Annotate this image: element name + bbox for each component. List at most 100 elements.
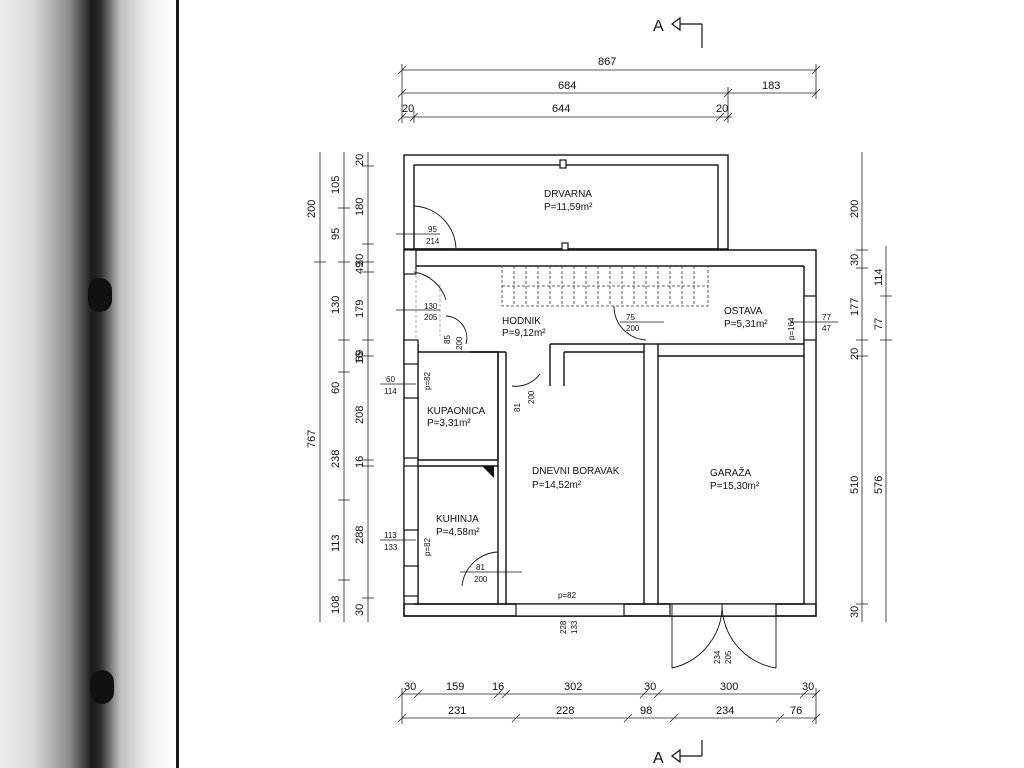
room-hodnik-name: HODNIK: [502, 316, 541, 327]
page-edge: [176, 0, 179, 768]
room-ostava-name: OSTAVA: [724, 306, 763, 317]
opening-ostava-h: 47: [822, 324, 831, 333]
dim-top-right: 183: [762, 80, 780, 92]
dim-bottom-302: 302: [564, 681, 582, 693]
dim-left-288: 288: [354, 526, 366, 544]
room-garaza-area: P=15,30m²: [710, 481, 760, 492]
room-ostava-area: P=5,31m²: [724, 319, 768, 330]
dim-bottom-228: 228: [556, 705, 574, 717]
opening-kuh-win-w: 113: [384, 531, 397, 540]
opening-hodnik-small-b: 200: [455, 336, 464, 350]
dim-left-16a: 16: [354, 352, 366, 364]
opening-kup-win-h: 114: [384, 387, 397, 396]
dim-bottom-16: 16: [492, 681, 504, 693]
section-letter-top: A: [653, 18, 664, 35]
section-marker-top: A: [653, 16, 703, 48]
opening-hodnik-h: 205: [424, 313, 438, 322]
dim-top-wall-right: 20: [716, 103, 728, 115]
dim-left-95: 95: [330, 228, 342, 240]
dim-bottom-30b: 30: [644, 681, 656, 693]
dim-left-16b: 16: [354, 456, 366, 468]
dim-bottom-234: 234: [716, 705, 734, 717]
left-dimensions: [314, 152, 374, 622]
dim-top-inner: 644: [552, 103, 570, 115]
dim-bottom-98: 98: [640, 705, 652, 717]
dim-bottom-300: 300: [720, 681, 738, 693]
dim-left-767: 767: [306, 430, 318, 448]
dim-right-30: 30: [849, 254, 861, 266]
top-dimensions: [397, 64, 821, 123]
dim-bottom-76: 76: [790, 705, 802, 717]
dim-right-30b: 30: [849, 606, 861, 618]
binder-hole-top: [88, 278, 112, 312]
opening-kup-win-w: 60: [386, 375, 395, 384]
opening-kup-door-h: 200: [527, 390, 536, 404]
room-garaza-name: GARAŽA: [710, 466, 751, 479]
dim-left-130: 130: [330, 296, 342, 314]
opening-dnevni-win-p: p=82: [558, 591, 577, 600]
room-kupaonica-name: KUPAONICA: [427, 406, 485, 417]
opening-kuh-win-h: 133: [384, 543, 398, 552]
dim-bottom-30c: 30: [802, 681, 814, 693]
door-swings: [413, 205, 777, 669]
opening-dnevni-win-w: 228: [559, 620, 568, 634]
opening-kuh-door-h: 200: [474, 575, 488, 584]
arrow-icon: [671, 16, 681, 32]
opening-kup-win-p: p=82: [423, 371, 432, 390]
dim-left-200: 200: [306, 200, 318, 218]
opening-drvarna-h: 214: [426, 237, 440, 246]
opening-kuh-win-p: p=82: [423, 537, 432, 556]
dim-left-20: 20: [354, 154, 366, 166]
dim-left-69: 69: [354, 350, 366, 362]
dim-right-77: 77: [873, 318, 885, 330]
dim-bottom-231: 231: [448, 705, 466, 717]
walls: [403, 154, 817, 617]
room-dnevni-area: P=14,52m²: [532, 480, 582, 491]
wall-details: [403, 159, 817, 617]
opening-ostava-p: p=164: [787, 317, 796, 340]
arrow-icon: [671, 748, 681, 764]
right-dimensions: [856, 152, 892, 622]
opening-hodnik-small-a: 85: [443, 335, 452, 344]
dim-left-108: 108: [330, 596, 342, 614]
dim-overall-width: 867: [598, 56, 616, 68]
chimney-icon: [482, 466, 494, 478]
dim-left-180: 180: [354, 198, 366, 216]
dim-right-510: 510: [849, 476, 861, 494]
dim-left-238: 238: [330, 450, 342, 468]
opening-hodnik-w: 130: [424, 302, 438, 311]
room-dnevni-name: DNEVNI BORAVAK: [532, 466, 620, 477]
room-hodnik-area: P=9,12m²: [502, 328, 546, 339]
dim-left-105: 105: [330, 176, 342, 194]
dim-right-20: 20: [849, 348, 861, 360]
section-letter-bottom: A: [653, 750, 664, 767]
dim-top-wall-left: 20: [402, 103, 414, 115]
dim-bottom-159: 159: [446, 681, 464, 693]
dim-right-200: 200: [849, 200, 861, 218]
opening-garaza-w: 234: [713, 650, 722, 664]
binder-hole-bottom: [90, 670, 114, 704]
dim-right-576: 576: [873, 476, 885, 494]
dim-left-60: 60: [330, 382, 342, 394]
bottom-dimensions: [397, 688, 821, 724]
dim-top-left: 684: [558, 80, 576, 92]
room-drvarna-area: P=11,59m²: [544, 202, 593, 213]
opening-garaza-h: 205: [724, 650, 733, 664]
opening-dnevni-win-h: 133: [570, 620, 579, 634]
opening-kup-door-w: 81: [513, 403, 522, 412]
opening-ostava-w: 77: [822, 313, 831, 322]
dim-left-113: 113: [330, 534, 342, 552]
opening-kuh-door-w: 81: [476, 563, 485, 572]
section-marker-bottom: A: [653, 740, 703, 767]
dim-left-208: 208: [354, 406, 366, 424]
dim-right-177: 177: [849, 298, 861, 316]
dim-left-30: 30: [354, 254, 366, 266]
room-kuhinja-name: KUHINJA: [436, 514, 479, 525]
room-kuhinja-area: P=4,58m²: [436, 527, 480, 538]
binder-shadow: [0, 0, 180, 768]
room-kupaonica-area: P=3,31m²: [427, 418, 471, 429]
opening-stair-h: 200: [626, 324, 640, 333]
dim-left-49: 49: [354, 262, 366, 274]
dim-right-114: 114: [873, 268, 885, 286]
